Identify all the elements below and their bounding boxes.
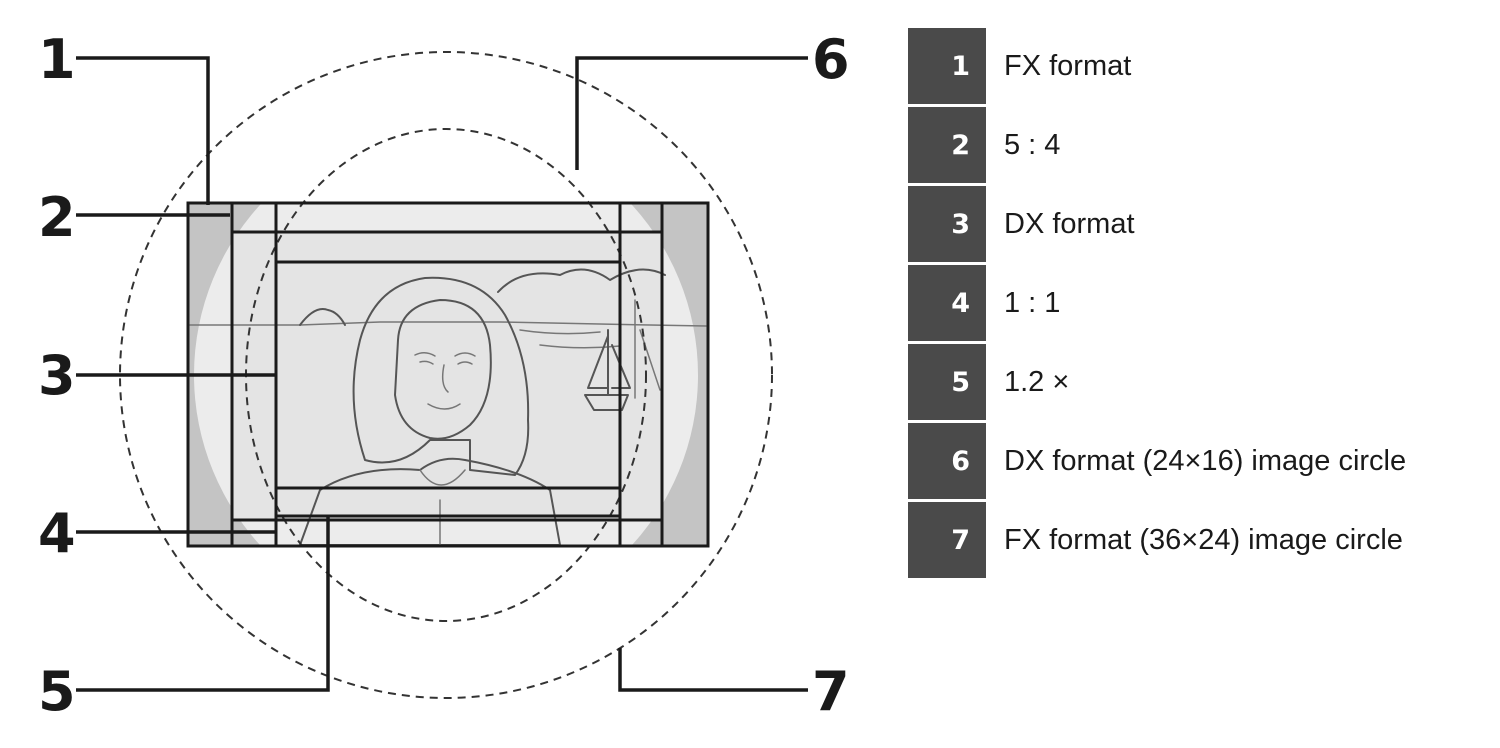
legend-label: DX format — [1004, 207, 1135, 240]
legend-item: 2 5 : 4 — [908, 107, 1488, 186]
scene-background — [189, 232, 707, 520]
legend-label: 1.2 × — [1004, 365, 1070, 398]
callout-1: 1 — [38, 28, 76, 91]
legend-number-badge: 3 — [908, 186, 986, 262]
callout-4: 4 — [38, 502, 76, 565]
legend-item: 1 FX format — [908, 28, 1488, 107]
legend-item: 6 DX format (24×16) image circle — [908, 423, 1488, 502]
leader-lines — [76, 56, 808, 692]
callout-2: 2 — [38, 186, 76, 249]
callout-3: 3 — [38, 344, 76, 407]
legend-item: 4 1 : 1 — [908, 265, 1488, 344]
fx-image-circle — [119, 51, 773, 699]
legend-item: 3 DX format — [908, 186, 1488, 265]
legend-number-badge: 4 — [908, 265, 986, 341]
callout-6: 6 — [812, 28, 850, 91]
legend-item: 5 1.2 × — [908, 344, 1488, 423]
callout-7: 7 — [812, 660, 850, 723]
legend-label: 1 : 1 — [1004, 286, 1061, 319]
legend-number-badge: 7 — [908, 502, 986, 578]
image-area-diagram: 1 2 3 4 5 6 7 — [38, 28, 850, 723]
legend-number-badge: 1 — [908, 28, 986, 104]
legend-label: FX format (36×24) image circle — [1004, 523, 1403, 556]
legend-label: 5 : 4 — [1004, 128, 1061, 161]
legend-label: FX format — [1004, 49, 1132, 82]
legend-label: DX format (24×16) image circle — [1004, 444, 1407, 477]
portrait-sketch — [299, 276, 561, 546]
legend-item: 7 FX format (36×24) image circle — [908, 502, 1488, 581]
legend-number-badge: 6 — [908, 423, 986, 499]
legend-number-badge: 5 — [908, 344, 986, 420]
legend: 1 FX format 2 5 : 4 3 DX format 4 1 : 1 … — [908, 28, 1488, 581]
callout-5: 5 — [38, 660, 76, 723]
legend-number-badge: 2 — [908, 107, 986, 183]
dx-format-frame — [274, 260, 622, 490]
